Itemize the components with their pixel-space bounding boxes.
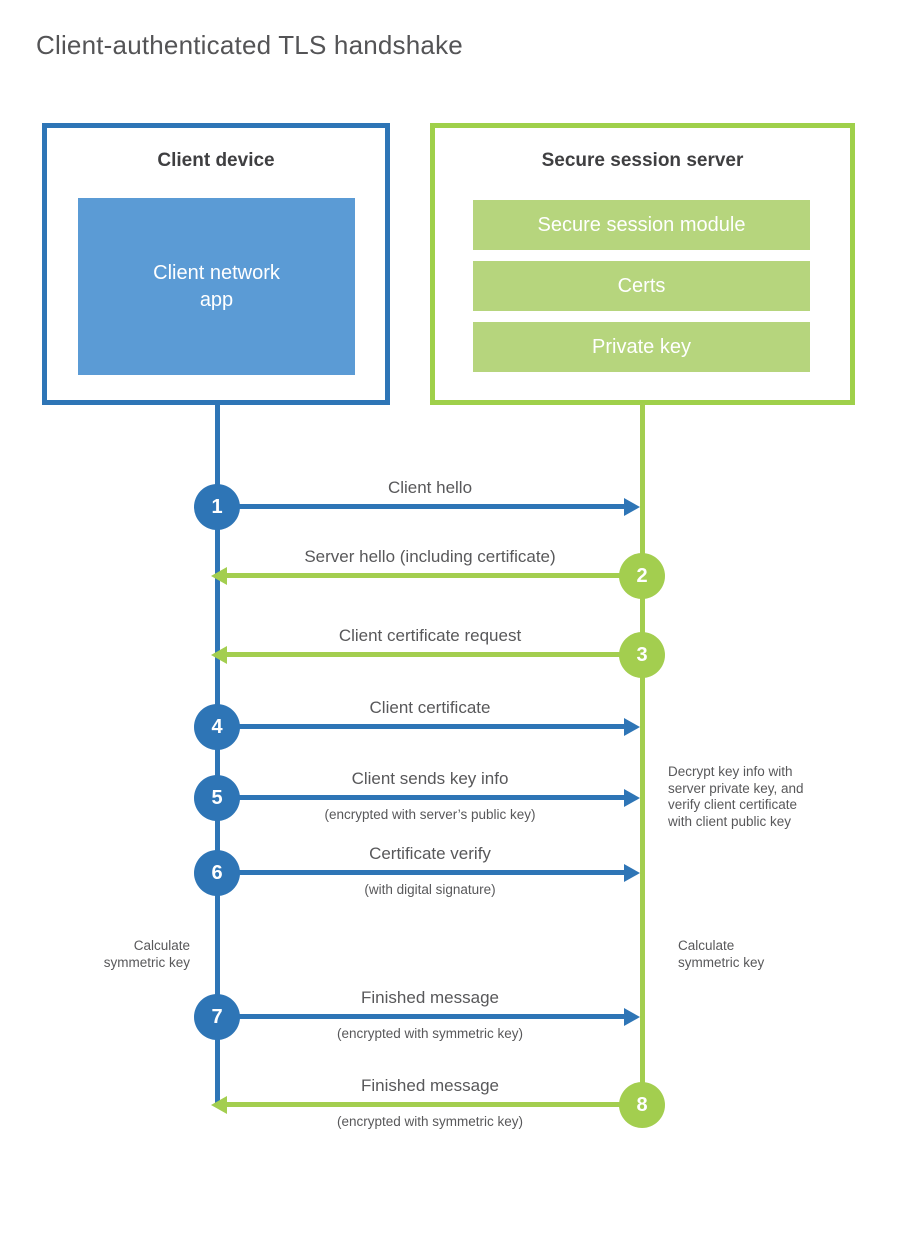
client-network-app-box: Client network app [78,198,355,375]
arrowhead-left-icon [211,567,227,585]
arrowhead-right-icon [624,864,640,882]
step-number: 6 [211,861,223,884]
arrowhead-right-icon [624,1008,640,1026]
step-number: 4 [211,715,223,738]
arrow-line [217,870,624,875]
message-label: Finished message [361,1076,499,1095]
step-number: 5 [211,786,223,809]
server-module-private-key: Private key [473,322,810,372]
page-title: Client-authenticated TLS handshake [36,30,463,60]
message-label: Client hello [387,478,473,497]
message-label: Client certificate request [338,626,522,645]
step-circle-7: 7 [194,994,240,1040]
message-label: Server hello (including certificate) [304,547,556,566]
message-sublabel: (with digital signature) [364,882,496,897]
message-label: Certificate verify [369,844,491,863]
server-lifeline [640,403,645,1105]
message-sublabel: (encrypted with symmetric key) [336,1114,524,1129]
message-sublabel: (encrypted with server’s public key) [324,807,536,822]
step-number: 3 [636,643,648,666]
arrow-line [217,795,624,800]
message-label: Finished message [361,988,499,1007]
arrow-line [227,652,643,657]
client-calculate-note: Calculate symmetric key [103,938,190,970]
arrow-line [227,1102,643,1107]
step-number: 2 [636,564,648,587]
message-sublabel: (encrypted with symmetric key) [336,1026,524,1041]
message-label: Client sends key info [351,769,509,788]
step-circle-4: 4 [194,704,240,750]
server-module-certs: Certs [473,261,810,311]
step-circle-2: 2 [619,553,665,599]
step-circle-3: 3 [619,632,665,678]
step-number: 7 [211,1005,223,1028]
arrow-line [217,724,624,729]
server-module-secure-session: Secure session module [473,200,810,250]
server-heading: Secure session server [541,150,744,171]
arrow-line [227,573,643,578]
arrowhead-right-icon [624,718,640,736]
step-number: 1 [211,495,223,518]
step-circle-1: 1 [194,484,240,530]
step-number: 8 [636,1093,648,1116]
arrow-line [217,1014,624,1019]
server-calculate-note: Calculate symmetric key [678,938,765,970]
arrowhead-left-icon [211,1096,227,1114]
client-device-heading: Client device [157,150,275,171]
arrowhead-right-icon [624,789,640,807]
step-circle-5: 5 [194,775,240,821]
arrowhead-right-icon [624,498,640,516]
client-lifeline [215,403,220,1105]
server-decrypt-note: Decrypt key info with server private key… [668,764,804,829]
step-circle-8: 8 [619,1082,665,1128]
arrowhead-left-icon [211,646,227,664]
step-circle-6: 6 [194,850,240,896]
message-label: Client certificate [369,698,491,717]
arrow-line [217,504,624,509]
